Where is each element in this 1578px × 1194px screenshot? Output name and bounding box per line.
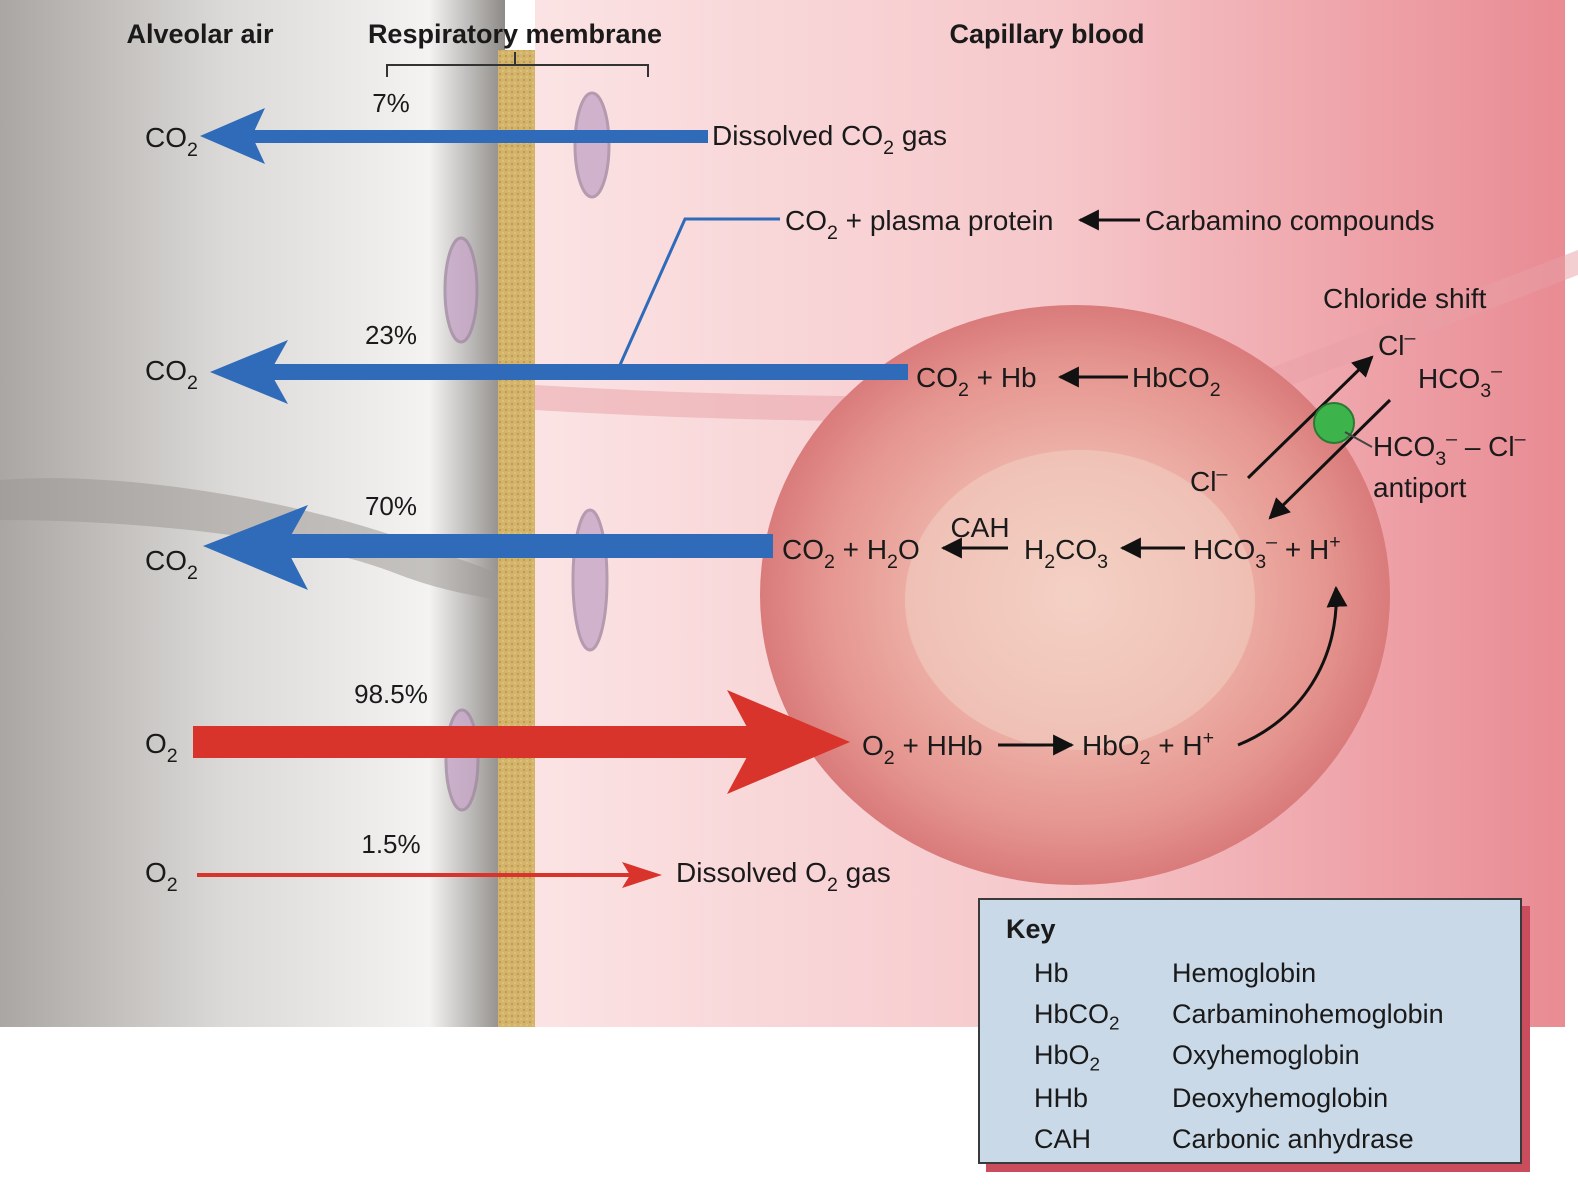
red-blood-cell-center: [905, 450, 1255, 750]
antiport-label-line1: HCO3– – Cl–: [1373, 428, 1526, 470]
chloride-shift-label: Chloride shift: [1323, 283, 1487, 314]
hemoglobin-o2-arrow: [193, 690, 850, 794]
hbco2-label: HbCO2: [1132, 362, 1221, 401]
o2-hhb-label: O2 + HHb: [862, 730, 983, 769]
co2-hb-label: CO2 + Hb: [916, 362, 1037, 401]
co2-label: CO2: [145, 355, 198, 394]
co2-label: CO2: [145, 545, 198, 584]
key-abbreviation: HbCO2: [1034, 999, 1120, 1035]
percent-hemoglobin-o2: 98.5%: [354, 679, 428, 709]
key-row: HbCO2 Carbaminohemoglobin: [1034, 999, 1504, 1039]
o2-label: O2: [145, 728, 178, 767]
hco3-h-label: HCO3– + H+: [1193, 531, 1341, 573]
key-abbreviation: CAH: [1034, 1124, 1092, 1154]
bicarbonate-out-label: HCO3–: [1418, 360, 1502, 402]
percent-carbamino: 23%: [365, 320, 417, 350]
dissolved-co2-gas-label: Dissolved CO2 gas: [712, 120, 947, 159]
percent-dissolved-o2: 1.5%: [361, 829, 420, 859]
key-row: HbO2 Oxyhemoglobin: [1034, 1040, 1504, 1080]
carbamino-connector: [618, 217, 780, 366]
capillary-fold: [535, 250, 1578, 422]
chloride-in-label: Cl–: [1190, 463, 1227, 497]
header-alveolar-air: Alveolar air: [126, 19, 274, 49]
cah-label: CAH: [950, 512, 1009, 543]
chloride-in-arrow: [1246, 355, 1374, 480]
nucleus: [444, 708, 480, 812]
antiport-protein: [1313, 402, 1355, 444]
key-definition: Oxyhemoglobin: [1172, 1040, 1360, 1070]
header-capillary-blood: Capillary blood: [949, 19, 1144, 49]
percent-bicarbonate: 70%: [365, 491, 417, 521]
membrane-bracket: [386, 52, 649, 77]
co2-label: CO2: [145, 122, 198, 161]
header-respiratory-membrane: Respiratory membrane: [368, 19, 662, 49]
key-definition: Deoxyhemoglobin: [1172, 1083, 1389, 1113]
co2-plasma-protein-label: CO2 + plasma protein: [785, 205, 1053, 244]
o2-label: O2: [145, 857, 178, 896]
carbamino-co2-arrow: [210, 340, 908, 404]
key-title: Key: [1006, 914, 1056, 944]
percent-dissolved-co2: 7%: [372, 88, 410, 118]
key-row: Hb Hemoglobin: [1034, 958, 1504, 998]
carbamino-compounds-label: Carbamino compounds: [1145, 205, 1435, 236]
nucleus: [443, 236, 479, 344]
antiport-leader: [1344, 431, 1373, 448]
antiport-label-line2: antiport: [1373, 472, 1467, 503]
dissolved-o2-arrow: [197, 862, 662, 888]
nucleus: [573, 91, 611, 199]
bicarbonate-co2-arrow: [203, 505, 773, 590]
key-abbreviation: Hb: [1034, 958, 1069, 988]
key-definition: Hemoglobin: [1172, 958, 1317, 988]
dissolved-co2-arrow: [200, 108, 708, 164]
co2-h2o-label: CO2 + H2O: [782, 534, 920, 573]
h2co3-label: H2CO3: [1024, 534, 1108, 573]
hydrogen-ion-curved-arrow: [1237, 585, 1348, 747]
key-row: HHb Deoxyhemoglobin: [1034, 1083, 1504, 1123]
chloride-out-label: Cl–: [1378, 327, 1415, 361]
key-abbreviation: HHb: [1034, 1083, 1089, 1113]
key-definition: Carbonic anhydrase: [1172, 1124, 1414, 1154]
dissolved-o2-gas-label: Dissolved O2 gas: [676, 857, 891, 896]
hbo2-h-label: HbO2 + H+: [1082, 727, 1214, 769]
bicarbonate-out-arrow: [1268, 398, 1392, 520]
nucleus: [571, 508, 609, 652]
key-legend: Key Hb Hemoglobin HbCO2 Carbaminohemoglo…: [978, 898, 1522, 1164]
key-definition: Carbaminohemoglobin: [1172, 999, 1444, 1029]
key-row: CAH Carbonic anhydrase: [1034, 1124, 1504, 1164]
key-abbreviation: HbO2: [1034, 1040, 1101, 1076]
alveolar-fold: [0, 478, 500, 600]
